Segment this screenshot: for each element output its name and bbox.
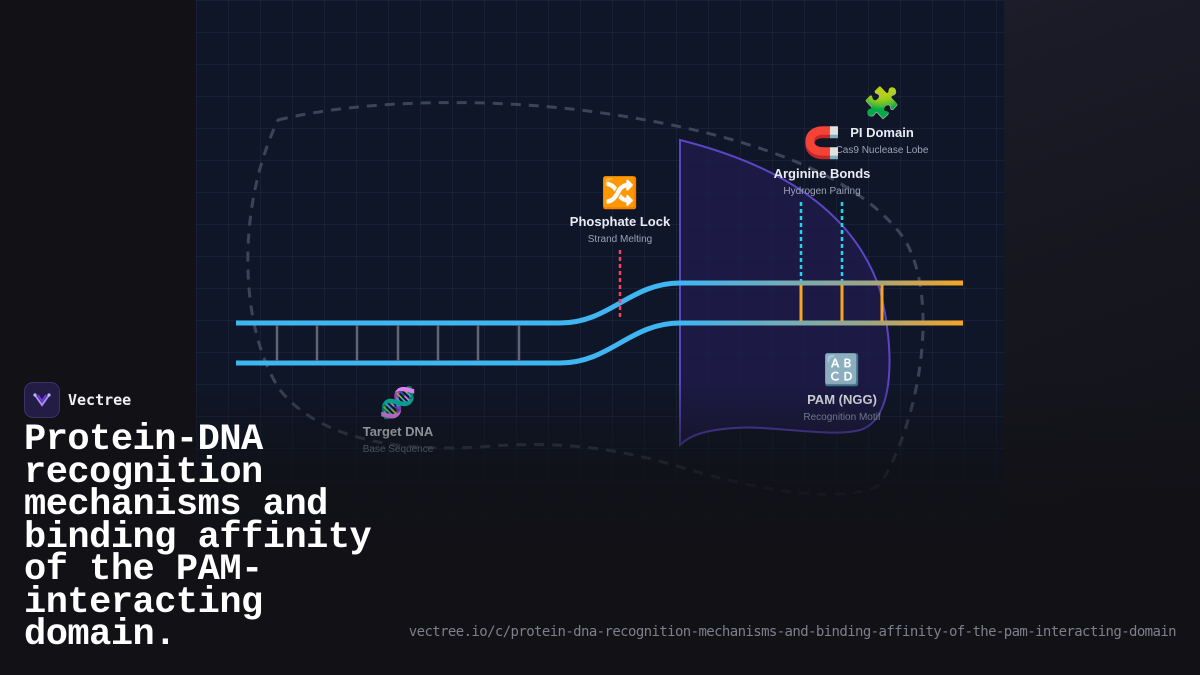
node-sublabel: Hydrogen Pairing	[783, 186, 860, 197]
node-sublabel: Strand Melting	[588, 234, 652, 245]
node-arginine-bonds: 🧲 Arginine Bonds Hydrogen Pairing	[774, 125, 871, 197]
binding-region-outline	[246, 101, 925, 496]
abcd-icon: 🔠	[823, 352, 860, 388]
node-sublabel: Recognition Motif	[803, 412, 880, 423]
node-label: PI Domain	[850, 125, 914, 140]
page-url[interactable]: vectree.io/c/protein-dna-recognition-mec…	[408, 624, 1177, 640]
node-phosphate-lock: 🔀 Phosphate Lock Strand Melting	[570, 175, 671, 245]
base-pair-rungs	[275, 325, 521, 361]
node-label: Phosphate Lock	[570, 214, 671, 229]
dna-strand-bottom	[236, 320, 963, 366]
page-title: Protein-DNA recognition mechanisms and b…	[24, 419, 372, 656]
dna-helix-logo-icon	[24, 382, 60, 418]
magnet-icon: 🧲	[803, 125, 840, 161]
hydrogen-bonds	[799, 202, 844, 281]
node-label: Arginine Bonds	[774, 166, 871, 181]
pam-rungs	[799, 285, 884, 321]
dna-icon: 🧬	[379, 384, 416, 421]
brand-name: Vectree	[68, 391, 132, 409]
node-sublabel: Cas9 Nuclease Lobe	[836, 145, 929, 156]
brand: Vectree	[24, 382, 131, 418]
node-pi-domain: 🧩 PI Domain Cas9 Nuclease Lobe	[836, 85, 929, 156]
puzzle-icon: 🧩	[863, 85, 900, 121]
shuffle-icon: 🔀	[601, 175, 638, 211]
node-label: PAM (NGG)	[807, 392, 877, 407]
